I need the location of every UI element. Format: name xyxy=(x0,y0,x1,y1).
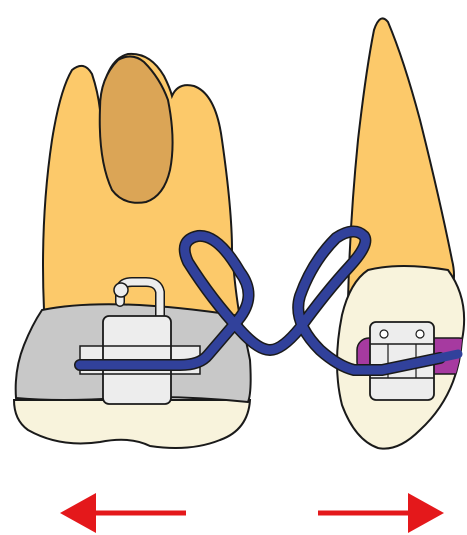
bracket-hole-icon xyxy=(415,329,425,339)
hook-ball xyxy=(113,282,129,298)
molar-crown xyxy=(12,399,252,449)
spring-wire xyxy=(75,227,445,375)
molar-cusp xyxy=(98,55,174,204)
arrow-right-icon xyxy=(318,493,444,533)
arrow-left-icon xyxy=(60,493,186,533)
bracket-hole-icon xyxy=(379,329,389,339)
premolar-tooth xyxy=(336,17,466,450)
spring-wire-end xyxy=(425,349,463,365)
premolar-root xyxy=(346,17,455,302)
molar-tooth xyxy=(12,52,252,449)
archwire-spring xyxy=(74,225,463,376)
